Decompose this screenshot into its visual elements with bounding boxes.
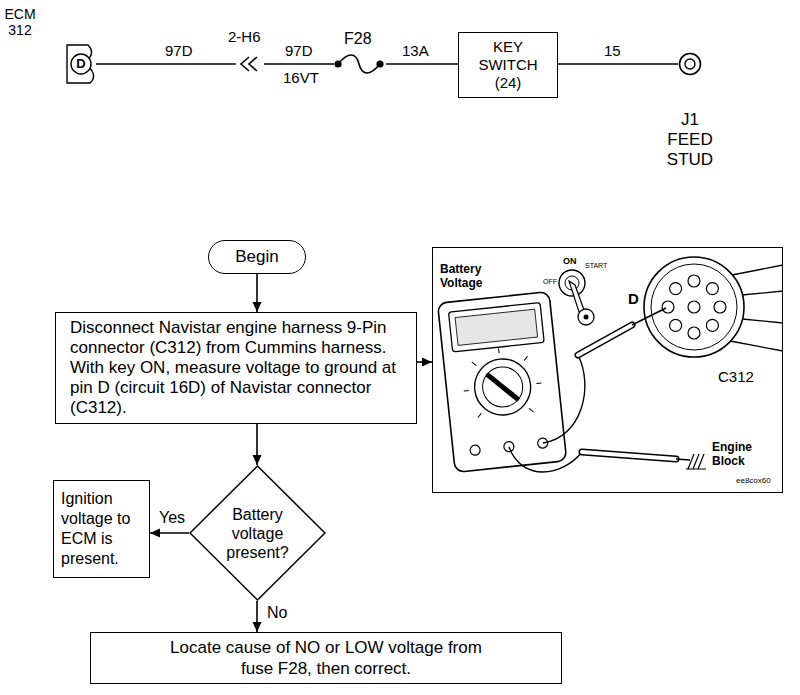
branch-label: No [266,604,288,622]
node-text: Begin [217,247,297,267]
feed-stud: J1 FEED STUD [678,52,702,76]
key-switch-box: KEY SWITCH (24) [458,32,558,98]
node-text: D [66,44,96,84]
circuit-number: 13A [402,42,429,59]
connector [558,64,678,65]
fuse-name: F28 [344,30,372,48]
ground-symbol [686,454,706,469]
multimeter [438,292,567,473]
circuit-number: 15 [604,42,621,59]
wire-gauge-color: 16VT [283,69,319,86]
connector [253,424,262,465]
key-position: START [585,262,607,270]
harness-connector-symbol [236,55,264,73]
fuse-symbol [334,54,386,74]
figure-code: ee8cox60 [736,476,771,485]
ecm-connector-pin: D [66,44,96,84]
arrowhead [150,529,160,538]
stud-inner [685,59,695,69]
connector [150,529,189,538]
ground-caption: Engine Block [712,440,764,468]
circuit-number: 97D [165,42,193,59]
connector-line [96,63,458,65]
node-text: Battery voltage present? [220,505,296,562]
meter-caption: Battery Voltage [440,262,500,290]
connector [253,274,262,312]
node-text: J1 FEED STUD [663,110,717,170]
connector [96,64,458,65]
action-box: Locate cause of NO or LOW voltage from f… [90,632,562,684]
stud-symbol [678,52,702,76]
node-text: Disconnect Navistar engine harness 9-Pin… [70,318,402,418]
arrowhead [253,455,262,465]
ignition-key [559,270,594,325]
diamond-shape [190,466,325,600]
arrowhead [253,302,262,312]
result-box: Ignition voltage to ECM is present. [53,480,150,578]
connector [253,601,262,632]
connector-c312 [644,257,744,357]
connector [417,358,432,367]
node-text: Locate cause of NO or LOW voltage from f… [169,637,483,679]
illustration-frame: Battery Voltage ON OFF START D C312Engine Blo… [432,247,783,493]
arrowhead [253,622,262,632]
key-position: ON [563,256,577,266]
module-name: ECM 312 [0,6,40,38]
start-terminal: Begin [208,240,306,274]
decision-diamond: Battery voltage present? [189,465,326,601]
node-text: Ignition voltage to ECM is present. [61,489,142,569]
test-leads [509,308,690,472]
arrowhead [422,358,432,367]
branch-label: Yes [158,509,186,527]
connector-line [558,63,678,65]
connector-cavity: 2-H6 [228,28,261,45]
node-text: KEY SWITCH (24) [474,38,542,92]
circuit-number: 97D [285,42,313,59]
connector-name: C312 [718,368,754,385]
pin-name: D [628,290,639,307]
key-position: OFF [543,278,557,286]
process-box: Disconnect Navistar engine harness 9-Pin… [55,312,417,424]
stud-outer [680,54,701,75]
